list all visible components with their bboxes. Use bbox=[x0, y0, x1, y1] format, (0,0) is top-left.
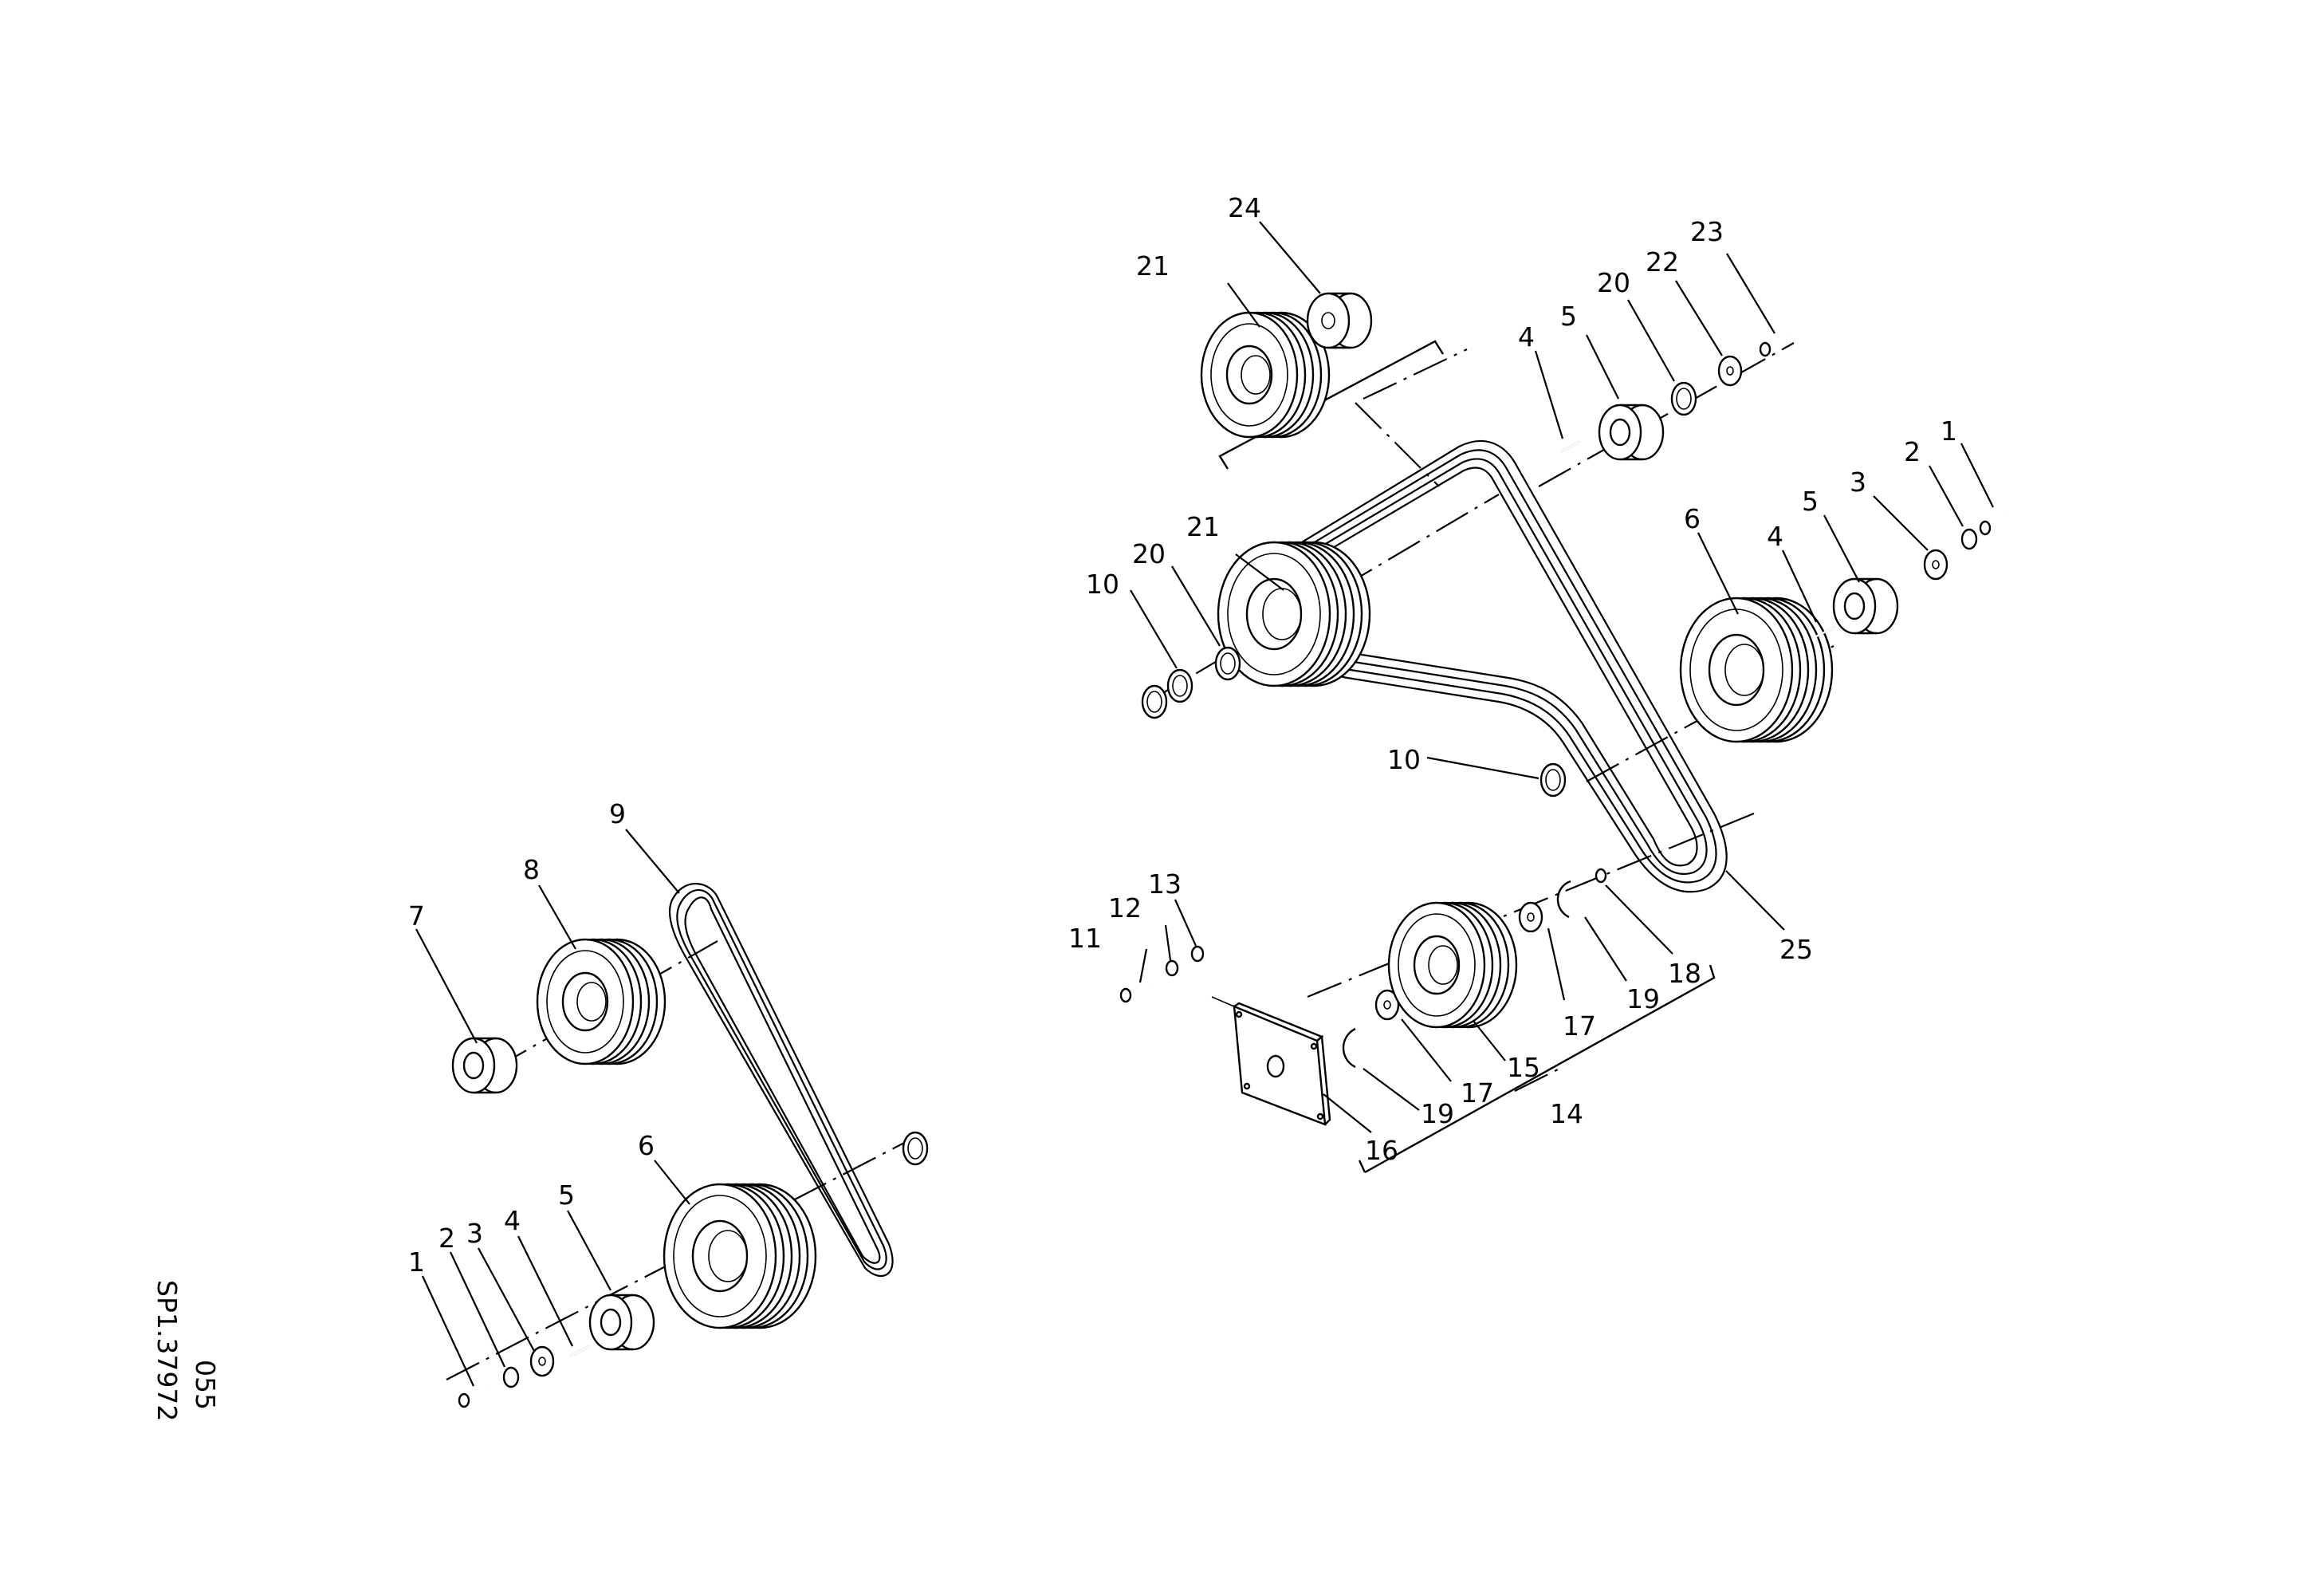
belt-9 bbox=[668, 883, 894, 1277]
callout-12: 12 bbox=[1108, 892, 1142, 924]
pulley-15 bbox=[1387, 901, 1518, 1029]
callout-13: 13 bbox=[1148, 868, 1182, 900]
callout-6-left: 6 bbox=[638, 1130, 655, 1161]
callout-10-lower: 10 bbox=[1387, 744, 1421, 775]
bush-5-right bbox=[1832, 577, 1899, 635]
part-18 bbox=[1595, 868, 1607, 884]
nut-13 bbox=[1190, 945, 1205, 963]
left-lower-axis bbox=[446, 1140, 910, 1380]
callout-9: 9 bbox=[609, 798, 626, 829]
callout-18: 18 bbox=[1668, 958, 1701, 989]
callout-4-top: 4 bbox=[1518, 321, 1535, 352]
circlip-19-lower bbox=[1342, 1027, 1356, 1069]
bolt-11 bbox=[1119, 981, 1150, 1003]
callout-5-right: 5 bbox=[1802, 486, 1819, 517]
washer-2-right bbox=[1960, 528, 1978, 550]
middle-right-assembly: 21 20 10 10 6 4 5 3 2 1 25 bbox=[1086, 415, 2009, 998]
washer-12 bbox=[1165, 959, 1179, 977]
callout-2-left: 2 bbox=[438, 1223, 455, 1254]
spacer-17-upper bbox=[1518, 901, 1543, 933]
key-4-left bbox=[569, 1345, 592, 1357]
bracket-top bbox=[1218, 340, 1445, 470]
bracket-14 bbox=[1358, 964, 1716, 1174]
washer-2-left bbox=[502, 1366, 520, 1388]
callout-3-left: 3 bbox=[466, 1218, 483, 1249]
callout-21-mid: 21 bbox=[1186, 511, 1220, 542]
callout-19-upper: 19 bbox=[1626, 983, 1660, 1014]
callout-14: 14 bbox=[1550, 1098, 1583, 1129]
callout-22: 22 bbox=[1646, 246, 1679, 278]
callout-4-right: 4 bbox=[1767, 521, 1783, 552]
pulley-8 bbox=[536, 938, 667, 1065]
pulley-6-right bbox=[1679, 597, 1834, 743]
callout-19-lower: 19 bbox=[1421, 1098, 1454, 1129]
callout-24: 24 bbox=[1228, 192, 1261, 223]
left-assembly: 7 8 9 6 5 4 3 2 1 bbox=[408, 798, 929, 1408]
callout-6-right: 6 bbox=[1684, 503, 1701, 534]
bush-7 bbox=[451, 1037, 518, 1094]
callout-25: 25 bbox=[1779, 934, 1813, 965]
ring-left bbox=[902, 1131, 929, 1166]
plate-16 bbox=[1233, 1002, 1331, 1126]
callout-5-top: 5 bbox=[1560, 301, 1577, 332]
callout-21-top: 21 bbox=[1136, 250, 1170, 282]
callout-1-right: 1 bbox=[1941, 415, 1957, 447]
callout-7: 7 bbox=[408, 900, 425, 931]
callout-20-top: 20 bbox=[1597, 267, 1630, 298]
bolt-1-left bbox=[458, 1386, 488, 1408]
sheet-code: SP1.37972 bbox=[151, 1280, 183, 1421]
washer-3-left bbox=[529, 1345, 555, 1377]
callout-4-left: 4 bbox=[504, 1205, 521, 1236]
lower-assembly: 11 12 13 16 19 17 15 14 17 19 18 bbox=[1068, 868, 1716, 1174]
callout-15: 15 bbox=[1507, 1052, 1540, 1083]
ring-10-lower bbox=[1540, 762, 1567, 798]
callout-20-mid: 20 bbox=[1132, 538, 1166, 569]
key-4-top bbox=[1559, 440, 1582, 453]
ring-10-mid-b bbox=[1141, 684, 1168, 719]
callout-17-upper: 17 bbox=[1563, 1010, 1596, 1042]
callout-10-mid: 10 bbox=[1086, 569, 1119, 600]
callout-17-lower: 17 bbox=[1461, 1077, 1494, 1109]
ring-20-top bbox=[1670, 381, 1697, 416]
callout-23: 23 bbox=[1690, 216, 1724, 247]
bolt-1-right bbox=[1979, 514, 2009, 536]
bolt-23 bbox=[1759, 335, 1789, 357]
ring-10-mid-a bbox=[1166, 668, 1193, 703]
callout-8: 8 bbox=[523, 854, 540, 885]
washer-3-right bbox=[1923, 549, 1948, 581]
callout-3-right: 3 bbox=[1850, 467, 1866, 498]
ring-20-mid bbox=[1214, 646, 1241, 681]
top-assembly: 21 24 4 5 20 22 23 bbox=[1136, 192, 1795, 487]
callout-5-left: 5 bbox=[558, 1180, 575, 1211]
bush-5-top bbox=[1598, 404, 1665, 461]
part-24 bbox=[1306, 292, 1373, 349]
callout-16: 16 bbox=[1365, 1135, 1398, 1166]
pulley-21-mid bbox=[1217, 541, 1371, 687]
callout-1-left: 1 bbox=[408, 1246, 425, 1278]
page-code: 055 bbox=[190, 1360, 221, 1410]
circlip-19-upper bbox=[1556, 880, 1571, 919]
bush-5-left bbox=[588, 1294, 655, 1351]
washer-22 bbox=[1717, 355, 1743, 387]
callout-2-right: 2 bbox=[1904, 436, 1921, 467]
pulley-6-left bbox=[663, 1183, 817, 1329]
callout-11: 11 bbox=[1068, 923, 1102, 954]
